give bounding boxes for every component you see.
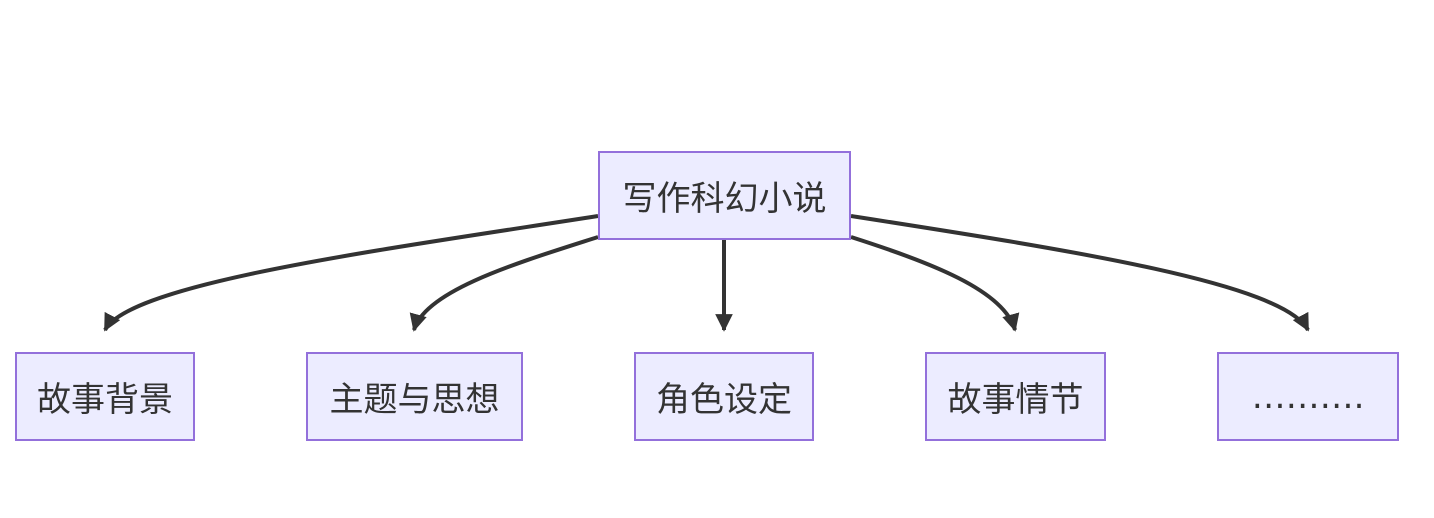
edge-root-to-story-plot xyxy=(850,235,1020,332)
node-story-background: 故事背景 xyxy=(15,352,195,441)
edge-root-to-ellipsis xyxy=(850,214,1310,332)
node-root-write-scifi-novel: 写作科幻小说 xyxy=(598,151,851,240)
node-label: 写作科幻小说 xyxy=(622,179,827,219)
node-story-plot: 故事情节 xyxy=(925,352,1106,441)
node-label: 故事背景 xyxy=(37,380,173,420)
node-label: 角色设定 xyxy=(656,380,792,420)
node-label: ………. xyxy=(1251,376,1365,417)
node-theme-and-ideas: 主题与思想 xyxy=(306,352,523,441)
node-label: 故事情节 xyxy=(947,380,1084,420)
node-character-setting: 角色设定 xyxy=(634,352,814,441)
node-label: 主题与思想 xyxy=(329,380,500,420)
node-ellipsis: ………. xyxy=(1217,352,1399,441)
edge-root-to-theme-and-ideas xyxy=(409,235,599,332)
edge-root-to-story-background xyxy=(103,214,599,332)
